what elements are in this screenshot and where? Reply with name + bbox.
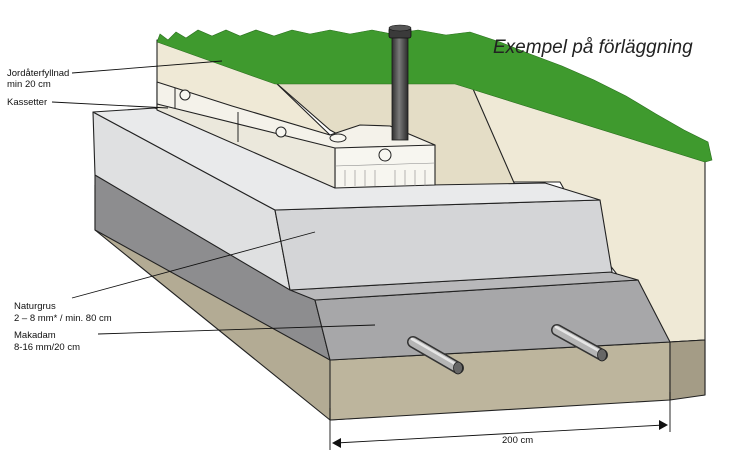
label-cassettes: Kassetter	[7, 97, 47, 108]
label-macadam-spec: 8-16 mm/20 cm	[14, 342, 80, 353]
vent-pipe	[391, 35, 409, 141]
label-macadam: Makadam	[14, 330, 56, 341]
label-width: 200 cm	[502, 435, 533, 446]
label-gravel-spec: 2 – 8 mm* / min. 80 cm	[14, 313, 112, 324]
drain-pipe-right	[551, 324, 608, 362]
diagram-title: Exempel på förläggning	[493, 37, 693, 58]
label-backfill-depth: min 20 cm	[7, 79, 51, 90]
cassette-top-port	[329, 133, 347, 143]
label-backfill: Jordåterfyllnad	[7, 68, 69, 79]
leader-macadam	[97, 324, 376, 335]
leader-cassettes	[51, 101, 169, 109]
dimension-line	[335, 424, 665, 444]
label-gravel: Naturgrus	[14, 301, 56, 312]
dimension-arrow-left	[332, 438, 341, 448]
leader-backfill	[71, 60, 223, 74]
cassette-hole-3	[378, 148, 392, 162]
cassette-ribs	[334, 162, 436, 186]
dimension-arrow-right	[659, 420, 668, 430]
leader-gravel	[71, 231, 316, 299]
cassette-hole-1	[179, 89, 191, 101]
drain-pipe-left	[407, 336, 464, 375]
vent-cap-top	[388, 24, 412, 32]
cassette-hole-2	[275, 126, 287, 138]
soil-right-face	[669, 339, 706, 401]
